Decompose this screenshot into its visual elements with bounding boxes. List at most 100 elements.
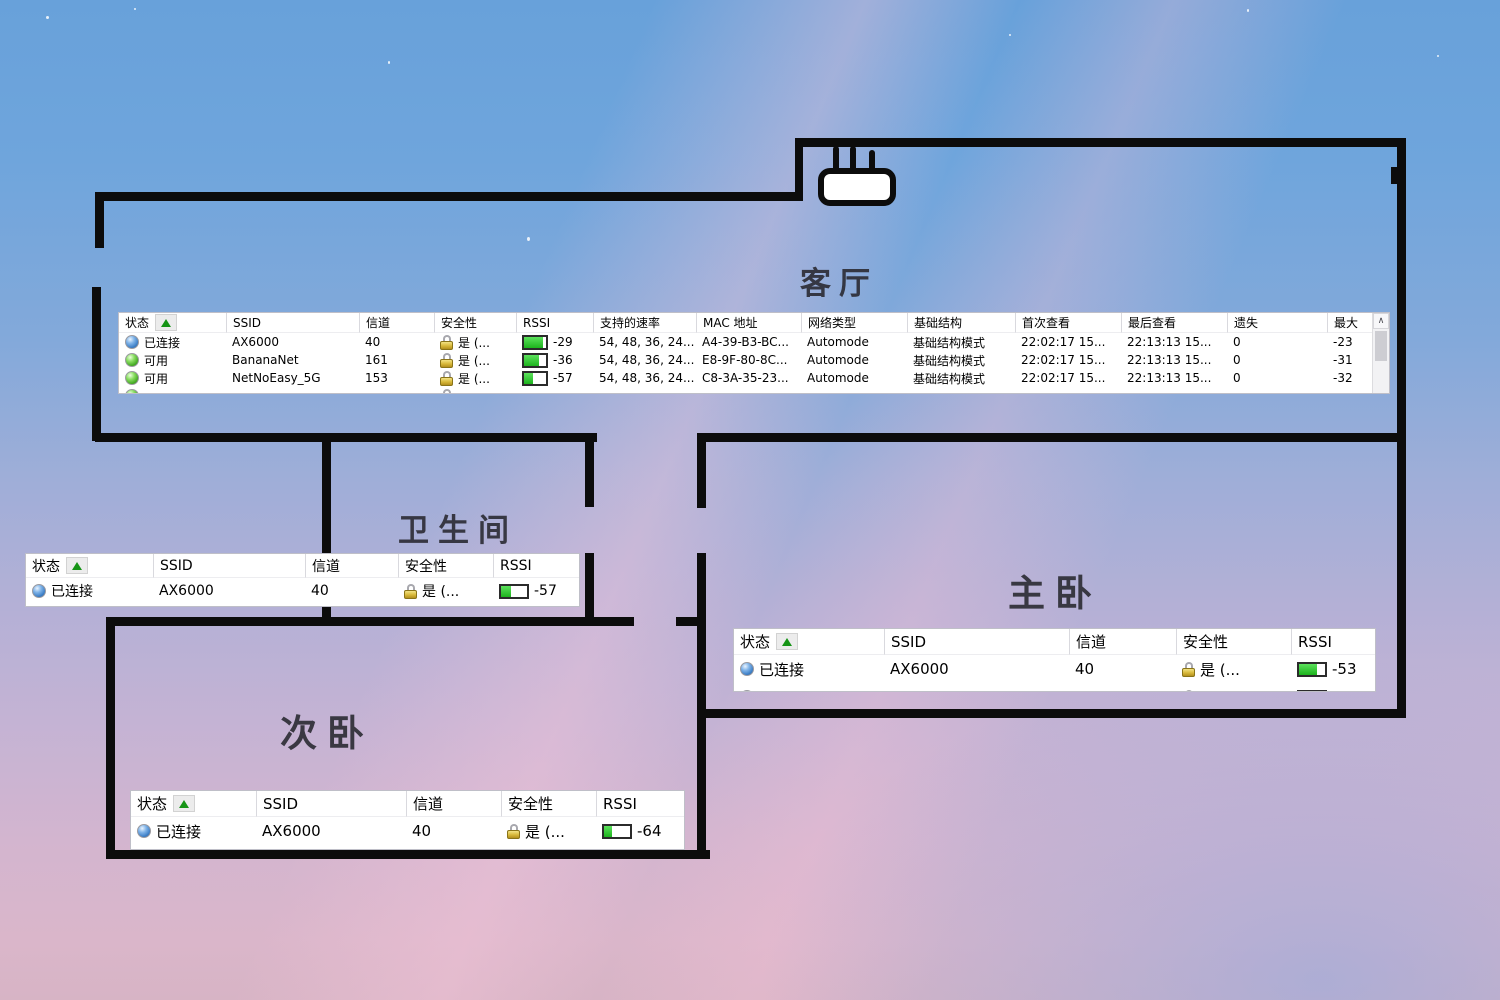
lock-icon [404, 583, 417, 599]
column-header-rssi[interactable]: RSSI [516, 313, 593, 333]
column-header-channel[interactable]: 信道 [406, 791, 501, 817]
table-row-status[interactable]: 可用 [119, 369, 226, 387]
wall-second-bedroom-top [106, 617, 634, 626]
column-header-ssid[interactable]: SSID [153, 554, 305, 578]
wall-living-top [95, 192, 801, 201]
table-row-rssi: -53 [1291, 655, 1375, 683]
column-header-status[interactable]: 状态 [734, 629, 884, 655]
column-header-rssi[interactable]: RSSI [1291, 629, 1375, 655]
status-connected-icon [32, 584, 46, 598]
signal-bar-icon [522, 334, 548, 350]
column-header-first-seen[interactable]: 首次查看 [1015, 313, 1121, 333]
table-row-rates: 54, 48, 36, 24... [599, 371, 695, 385]
signal-bar-icon [602, 823, 632, 839]
table-row-channel: 40 [412, 822, 432, 840]
status-available-icon [125, 353, 139, 367]
table-row-status[interactable]: 已连接 [26, 578, 153, 604]
wifi-table-bathroom: 状态 SSID 信道 安全性 RSSI 已连接 AX6000 40 是 (...… [25, 553, 580, 607]
status-connected-icon [125, 335, 139, 349]
lock-icon [440, 334, 453, 350]
table-row-partial [596, 845, 684, 849]
column-header-channel[interactable]: 信道 [1069, 629, 1176, 655]
column-header-status[interactable]: 状态 [119, 313, 226, 333]
room-label-master: 主卧 [1008, 574, 1102, 615]
wifi-table-living: 状态 SSID 信道 安全性 RSSI 支持的速率 MAC 地址 网络类型 基础… [118, 312, 1390, 394]
column-header-mac[interactable]: MAC 地址 [696, 313, 801, 333]
column-header-security[interactable]: 安全性 [501, 791, 596, 817]
column-header-rssi[interactable]: RSSI [596, 791, 684, 817]
wall-master-top [697, 433, 1406, 442]
table-scrollbar[interactable]: ∧ [1372, 313, 1389, 393]
sort-ascending-icon [72, 561, 82, 570]
lock-icon [440, 388, 453, 393]
table-row-max: -32 [1333, 371, 1353, 385]
column-header-net-type[interactable]: 网络类型 [801, 313, 907, 333]
lock-icon [507, 823, 520, 839]
table-row-status[interactable]: 可用 [119, 351, 226, 369]
table-row-max: -31 [1333, 353, 1353, 367]
table-row-security: 是 (... [434, 369, 516, 387]
table-row-rates: 54, 48, 36, 24... [599, 353, 695, 367]
column-header-max[interactable]: 最大 [1327, 313, 1375, 333]
column-header-status[interactable]: 状态 [131, 791, 256, 817]
wall-second-bedroom-left [106, 617, 115, 859]
table-row-partial [734, 683, 884, 691]
status-connected-icon [740, 662, 754, 676]
column-header-ssid[interactable]: SSID [884, 629, 1069, 655]
table-row-partial [501, 845, 596, 849]
table-row-partial [131, 845, 256, 849]
table-row-ssid: BananaNet [232, 353, 299, 367]
column-header-last-seen[interactable]: 最后查看 [1121, 313, 1227, 333]
status-available-icon [125, 371, 139, 385]
table-row-channel: 40 [1075, 660, 1095, 678]
router-antenna-icon [869, 150, 875, 174]
table-row-partial [398, 604, 493, 606]
column-header-channel[interactable]: 信道 [305, 554, 398, 578]
column-header-status[interactable]: 状态 [26, 554, 153, 578]
sky-speck [134, 8, 136, 10]
wall-second-bedroom-bottom [106, 850, 710, 859]
table-row-lost: 0 [1233, 335, 1241, 349]
lock-icon [1182, 689, 1195, 691]
room-label-second: 次卧 [280, 714, 374, 755]
scrollbar-thumb[interactable] [1375, 331, 1387, 361]
sky-speck [388, 61, 390, 64]
status-available-icon [740, 690, 754, 691]
table-row-mac: C8-3A-35-23... [702, 371, 789, 385]
table-row-status[interactable]: 已连接 [734, 655, 884, 683]
table-row-max: -23 [1333, 335, 1353, 349]
scrollbar-up-button[interactable]: ∧ [1373, 313, 1389, 329]
column-header-security[interactable]: 安全性 [1176, 629, 1291, 655]
column-header-lost[interactable]: 遗失 [1227, 313, 1327, 333]
table-row-security: 是 (... [501, 817, 596, 845]
column-header-security[interactable]: 安全性 [398, 554, 493, 578]
column-header-ssid[interactable]: SSID [226, 313, 359, 333]
router-antenna-icon [850, 146, 856, 174]
wall-right [1397, 138, 1406, 718]
table-row-first-seen: 22:02:17 15... [1021, 353, 1106, 367]
column-header-security[interactable]: 安全性 [434, 313, 516, 333]
lock-icon [1182, 661, 1195, 677]
sort-ascending-icon [161, 318, 172, 327]
table-row-status[interactable]: 已连接 [131, 817, 256, 845]
table-row-partial [1291, 683, 1375, 691]
column-header-ssid[interactable]: SSID [256, 791, 406, 817]
table-row-rssi: -29 [516, 333, 593, 351]
table-row-security: 是 (... [434, 351, 516, 369]
table-row-channel: 153 [365, 371, 388, 385]
signal-bar-icon [522, 370, 548, 386]
column-header-rssi[interactable]: RSSI [493, 554, 579, 578]
wall-living-bottom-left [95, 433, 597, 442]
table-row-status[interactable]: 已连接 [119, 333, 226, 351]
column-header-rates[interactable]: 支持的速率 [593, 313, 696, 333]
table-row-net-type: Automode [807, 371, 869, 385]
table-row-rates: 54, 48, 36, 24... [599, 335, 695, 349]
table-row-infrastructure: 基础结构模式 [913, 335, 986, 350]
table-row-ssid: AX6000 [232, 335, 279, 349]
table-row-security: 是 (... [434, 333, 516, 351]
table-row-channel: 40 [365, 335, 381, 349]
status-connected-icon [137, 824, 151, 838]
column-header-channel[interactable]: 信道 [359, 313, 434, 333]
signal-bar-icon [1297, 661, 1327, 677]
column-header-infrastructure[interactable]: 基础结构 [907, 313, 1015, 333]
